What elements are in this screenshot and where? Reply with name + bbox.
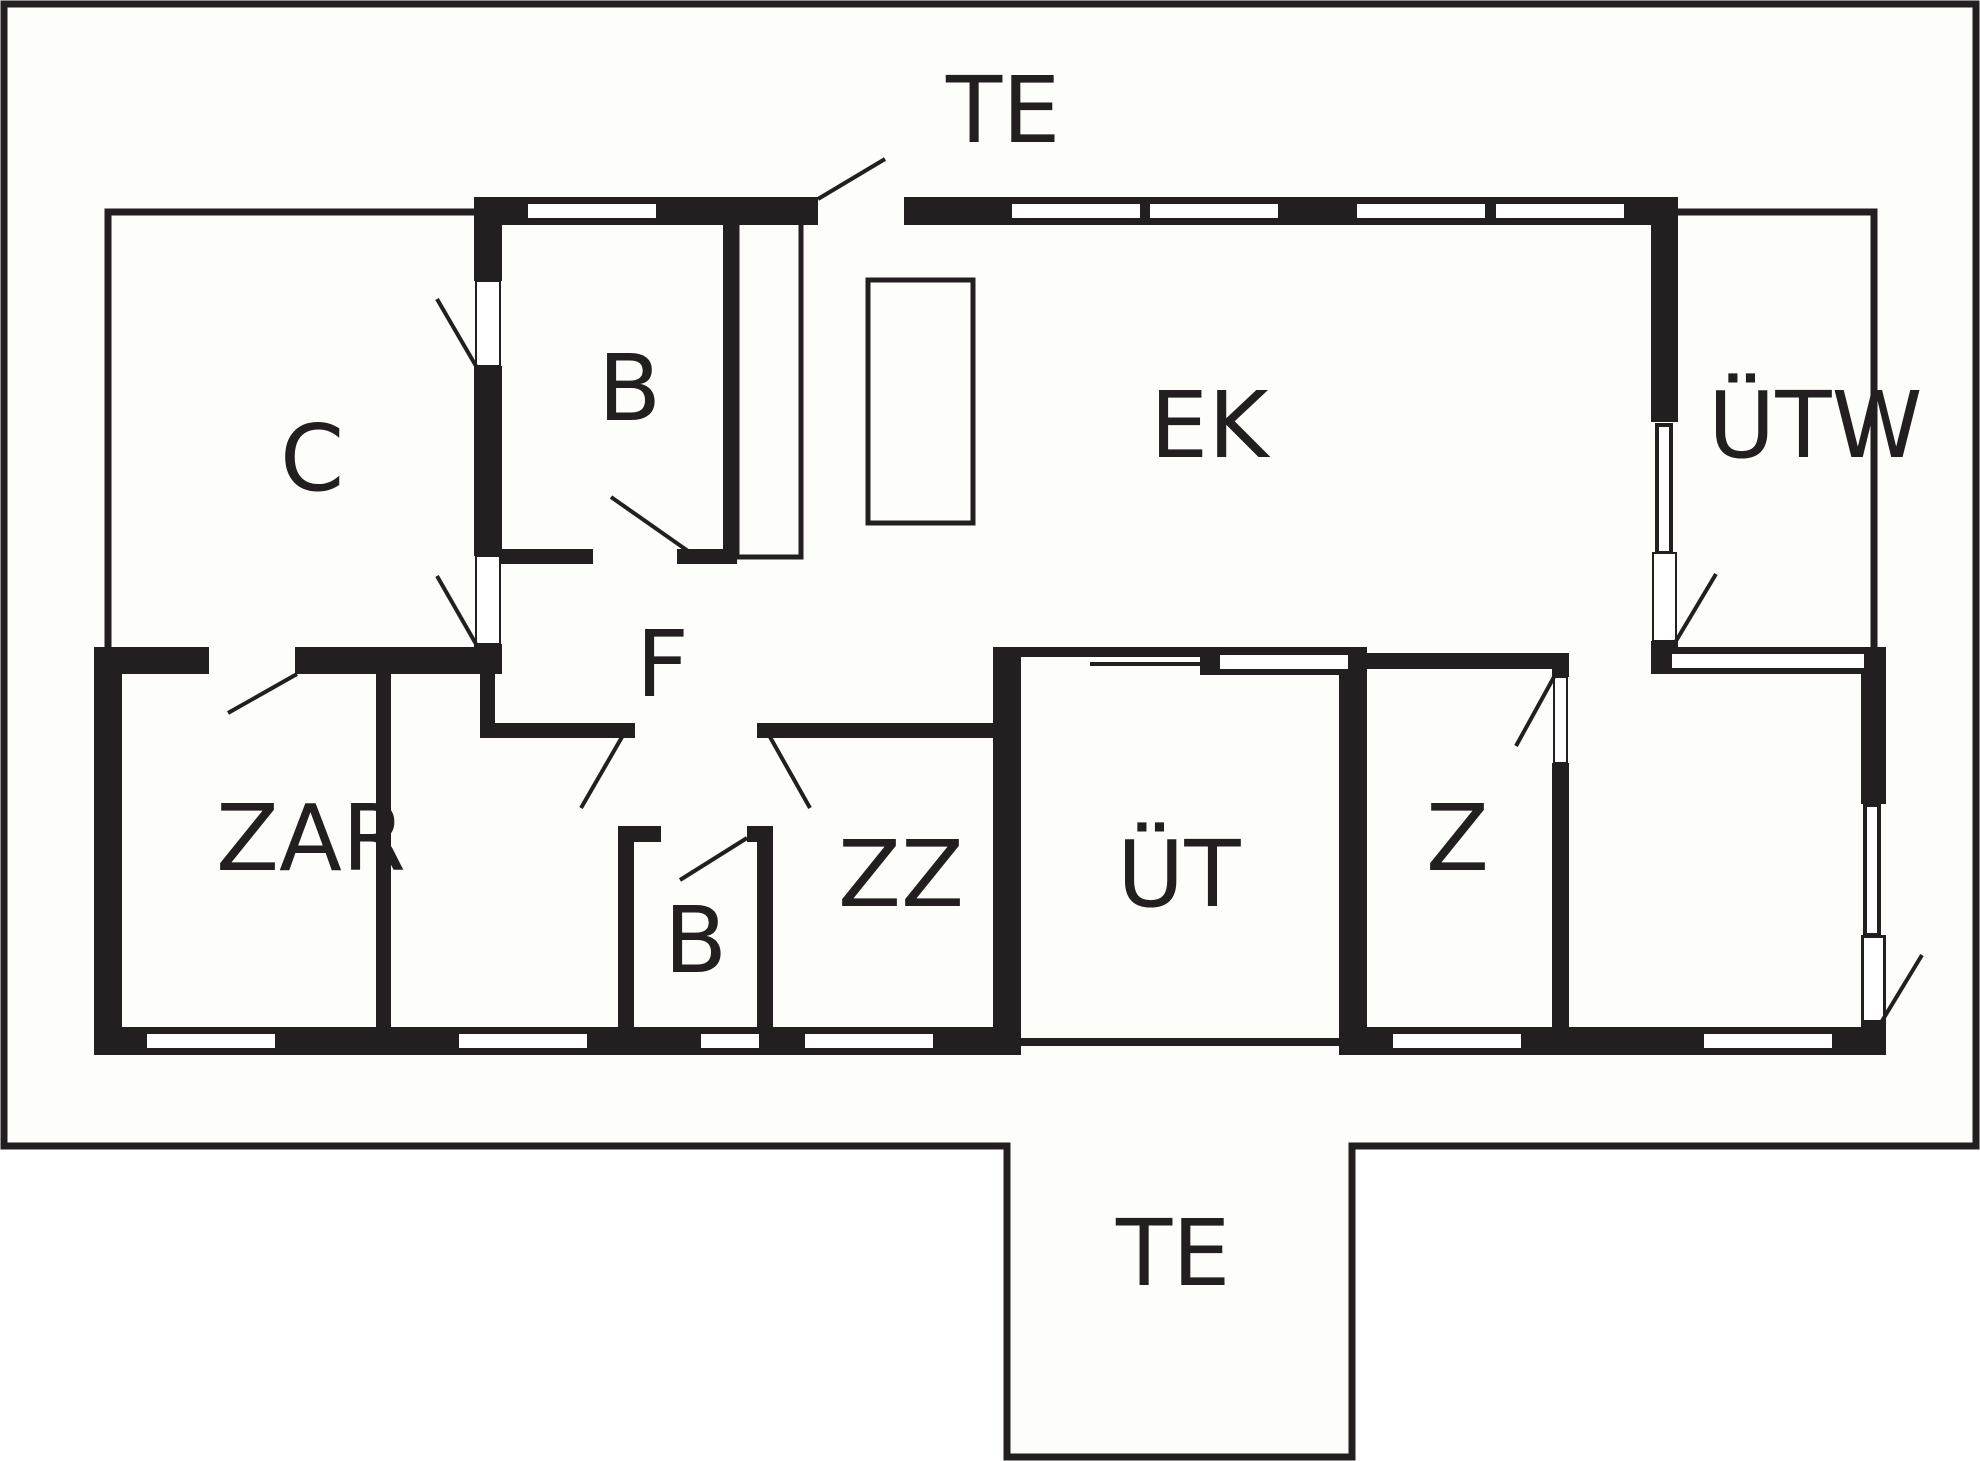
label-bath-lower: B [664, 887, 727, 994]
label-bath-upper: B [598, 335, 661, 442]
label-terrace-top: TE [945, 57, 1060, 164]
label-hall: F [636, 611, 689, 718]
room-c-outer-wall [104, 208, 478, 652]
label-terrace-bottom: TE [1115, 1200, 1230, 1307]
label-room-ut: ÜT [1117, 821, 1241, 928]
label-living-kitchen: EK [1150, 372, 1271, 479]
label-room-c: C [280, 405, 344, 512]
label-room-zar: ZAR [216, 785, 406, 892]
label-utility-w: ÜTW [1708, 372, 1923, 479]
label-room-z: Z [1426, 785, 1489, 892]
closet-outline [734, 219, 804, 560]
windows [147, 204, 1881, 1048]
door-openings [475, 280, 1885, 1022]
door-openings-plain [209, 197, 904, 842]
utility-w-outer-wall [1676, 208, 1878, 652]
label-room-zz: ZZ [838, 821, 964, 928]
kitchen-island [865, 277, 976, 526]
door-swings [227, 157, 1924, 1023]
